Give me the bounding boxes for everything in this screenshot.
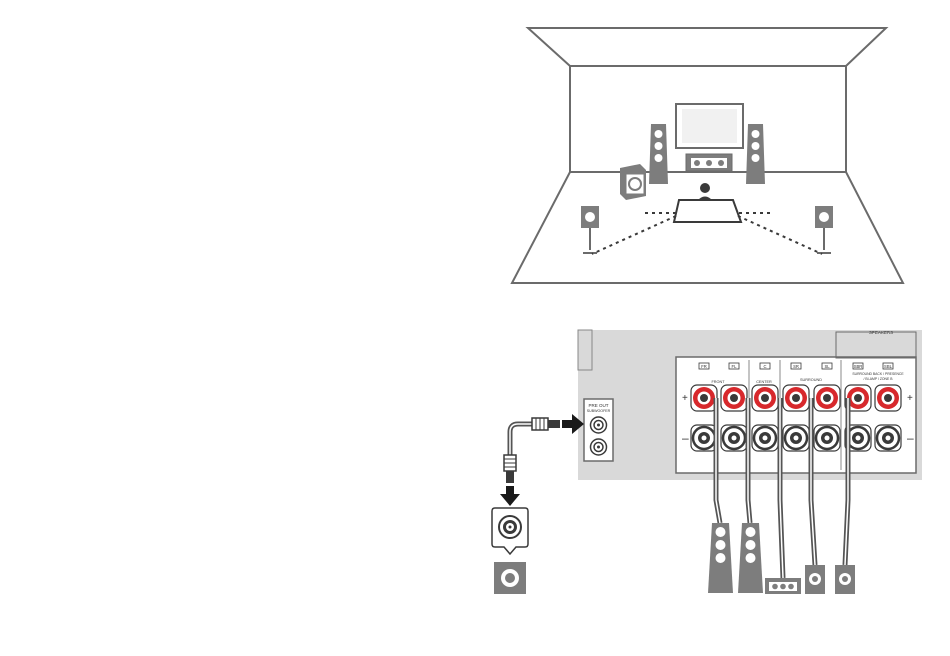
rca-plug-icon: [504, 455, 516, 483]
tv-screen-icon: [676, 104, 743, 148]
polarity-plus-right: +: [907, 393, 913, 404]
polarity-minus-left: –: [682, 431, 689, 445]
front-right-tower-speaker-icon: [746, 124, 765, 184]
terminal-plus-sr[interactable]: [783, 385, 809, 411]
terminal-minus-sl[interactable]: [814, 425, 840, 451]
channel-tag-label: FL: [732, 364, 738, 369]
subwoofer-cable: [510, 424, 532, 455]
surround-back-label-2: / BI-AMP / ZONE B: [864, 377, 894, 381]
front-left-tower-bottom-icon: [738, 523, 763, 593]
front-group-label: FRONT: [711, 380, 725, 384]
preout-jack-2[interactable]: [591, 439, 607, 455]
terminal-minus-sr[interactable]: [783, 425, 809, 451]
terminal-plus-sbl[interactable]: [875, 385, 901, 411]
sofa-icon: [674, 200, 741, 222]
surround-right-bottom-icon: [805, 565, 825, 594]
surround-back-label-1: SURROUND BACK / PRESENCE: [852, 372, 904, 376]
terminal-plus-c[interactable]: [752, 385, 778, 411]
center-speaker-icon: [686, 154, 732, 171]
terminal-minus-c[interactable]: [752, 425, 778, 451]
preout-sub-label: SUBWOOFER: [587, 409, 611, 413]
channel-tag-label: SBL: [884, 364, 893, 369]
center-speaker-bottom-icon: [765, 578, 801, 594]
terminal-plus-fl[interactable]: [721, 385, 747, 411]
terminal-plus-fr[interactable]: [691, 385, 717, 411]
subwoofer-bottom-icon: [494, 562, 526, 594]
terminal-minus-fr[interactable]: [691, 425, 717, 451]
channel-tag-label: SBR: [854, 364, 863, 369]
terminal-plus-sl[interactable]: [814, 385, 840, 411]
preout-jack-1[interactable]: [591, 417, 607, 433]
channel-tag-label: C: [763, 364, 766, 369]
subwoofer-icon: [620, 164, 646, 200]
preout-label: PRE OUT: [588, 403, 608, 408]
surround-right-speaker-icon: [815, 206, 833, 253]
surround-group-label: SURROUND: [800, 378, 822, 382]
polarity-minus-right: –: [907, 431, 914, 445]
rca-plug-icon: [532, 418, 560, 430]
room-ceiling: [528, 28, 886, 66]
channel-tag-label: SR: [793, 364, 799, 369]
terminal-minus-sbl[interactable]: [875, 425, 901, 451]
front-right-tower-bottom-icon: [708, 523, 733, 593]
listener-icon: [697, 183, 713, 201]
surround-left-bottom-icon: [835, 565, 855, 594]
channel-tag-label: FR: [701, 364, 707, 369]
subwoofer-input-jack-callout: [492, 508, 528, 554]
surround-left-speaker-icon: [581, 206, 599, 253]
center-group-label: CENTER: [756, 380, 772, 384]
preout-subwoofer-jack-panel: PRE OUT SUBWOOFER: [584, 399, 613, 461]
arrow-down-icon: [500, 486, 520, 506]
terminal-minus-fl[interactable]: [721, 425, 747, 451]
polarity-plus-left: +: [682, 393, 688, 404]
front-left-tower-speaker-icon: [649, 124, 668, 184]
channel-tag-label: SL: [824, 364, 830, 369]
